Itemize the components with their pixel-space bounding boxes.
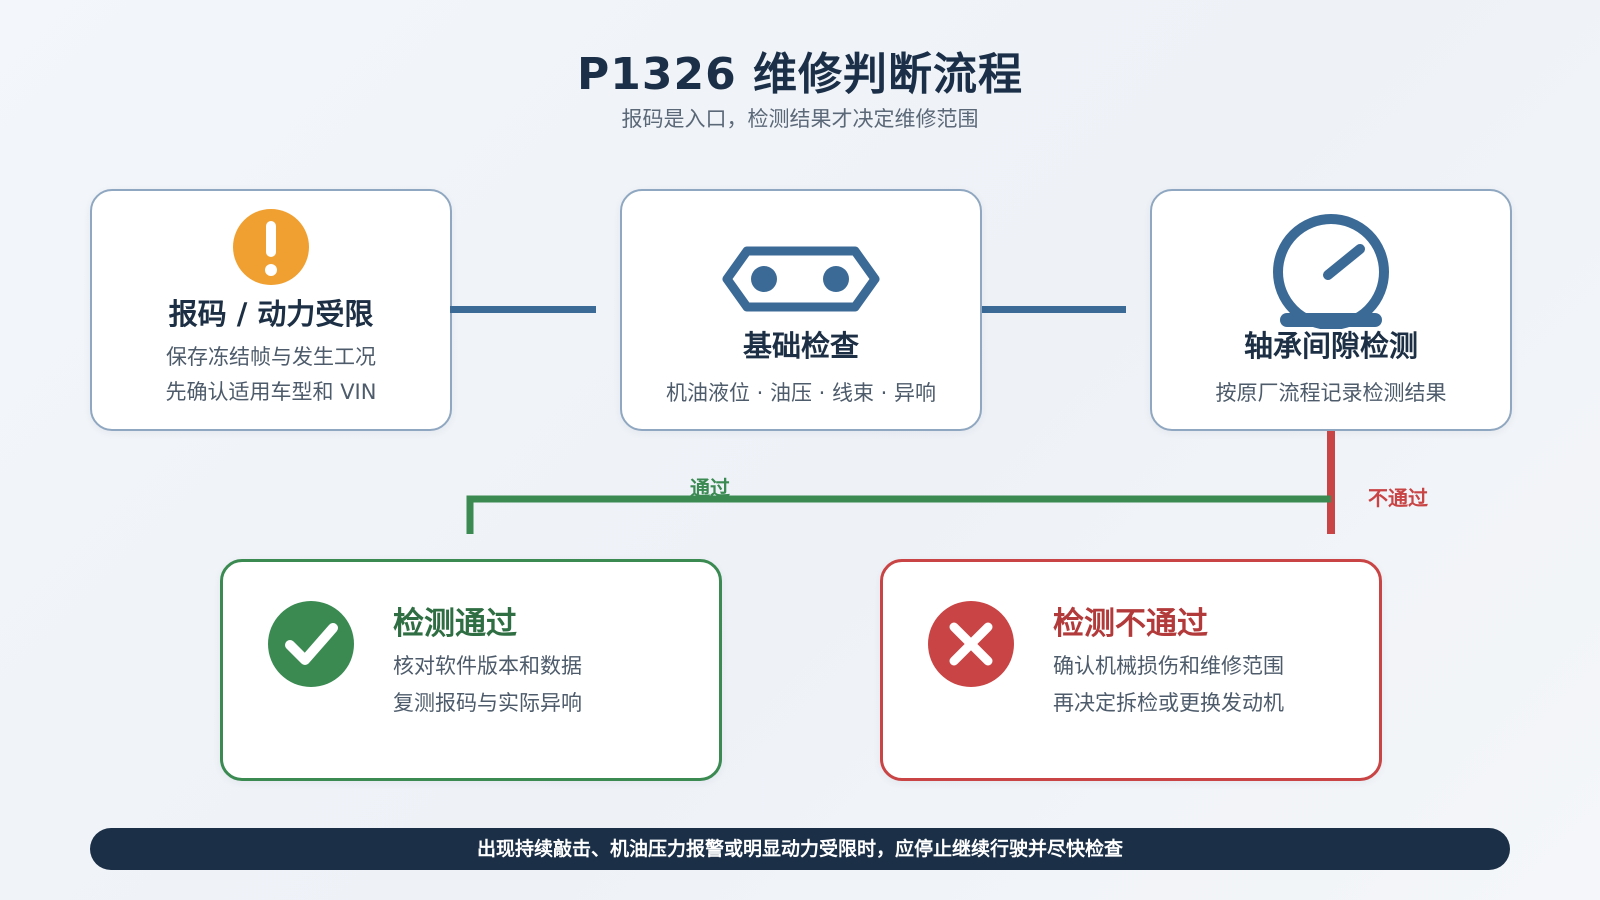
- result-card-pass: 检测通过 核对软件版本和数据 复测报码与实际异响: [220, 559, 722, 781]
- step-detail-line: 按原厂流程记录检测结果: [1215, 381, 1447, 405]
- cross-icon: [928, 601, 1014, 691]
- pass-branch-line: [466, 495, 1331, 534]
- fail-branch-label: 不通过: [1368, 486, 1428, 510]
- step-card-basic-check: 基础检查 机油液位 · 油压 · 线束 · 异响: [620, 189, 982, 431]
- result-detail-line: 再决定拆检或更换发动机: [1053, 691, 1284, 715]
- step-title: 轴承间隙检测: [1243, 329, 1418, 363]
- result-title: 检测不通过: [1053, 606, 1208, 642]
- step-card-bearing-check: 轴承间隙检测 按原厂流程记录检测结果: [1150, 189, 1512, 431]
- warning-icon: [92, 208, 450, 290]
- safety-warning-banner: 出现持续敲击、机油压力报警或明显动力受限时，应停止继续行驶并尽快检查: [90, 828, 1510, 870]
- flow-connector: [980, 306, 1126, 313]
- result-card-fail: 检测不通过 确认机械损伤和维修范围 再决定拆检或更换发动机: [880, 559, 1382, 781]
- result-detail-line: 复测报码与实际异响: [393, 691, 582, 715]
- step-card-fault-code: 报码 / 动力受限 保存冻结帧与发生工况 先确认适用车型和 VIN: [90, 189, 452, 431]
- result-detail-line: 确认机械损伤和维修范围: [1053, 654, 1284, 678]
- step-detail-line: 先确认适用车型和 VIN: [165, 380, 377, 404]
- pass-branch-label: 通过: [690, 476, 730, 500]
- step-title: 报码 / 动力受限: [168, 297, 374, 331]
- page-title: P1326 维修判断流程: [576, 49, 1024, 100]
- check-icon: [268, 601, 354, 691]
- page-subtitle: 报码是入口，检测结果才决定维修范围: [621, 107, 979, 131]
- step-detail-line: 机油液位 · 油压 · 线束 · 异响: [665, 381, 937, 405]
- gauge-icon: [1152, 213, 1510, 333]
- step-detail-line: 保存冻结帧与发生工况: [166, 345, 376, 369]
- result-detail-line: 核对软件版本和数据: [393, 654, 582, 678]
- result-title: 检测通过: [393, 606, 517, 642]
- step-title: 基础检查: [742, 329, 859, 363]
- engine-icon: [622, 246, 980, 316]
- flow-connector: [450, 306, 596, 313]
